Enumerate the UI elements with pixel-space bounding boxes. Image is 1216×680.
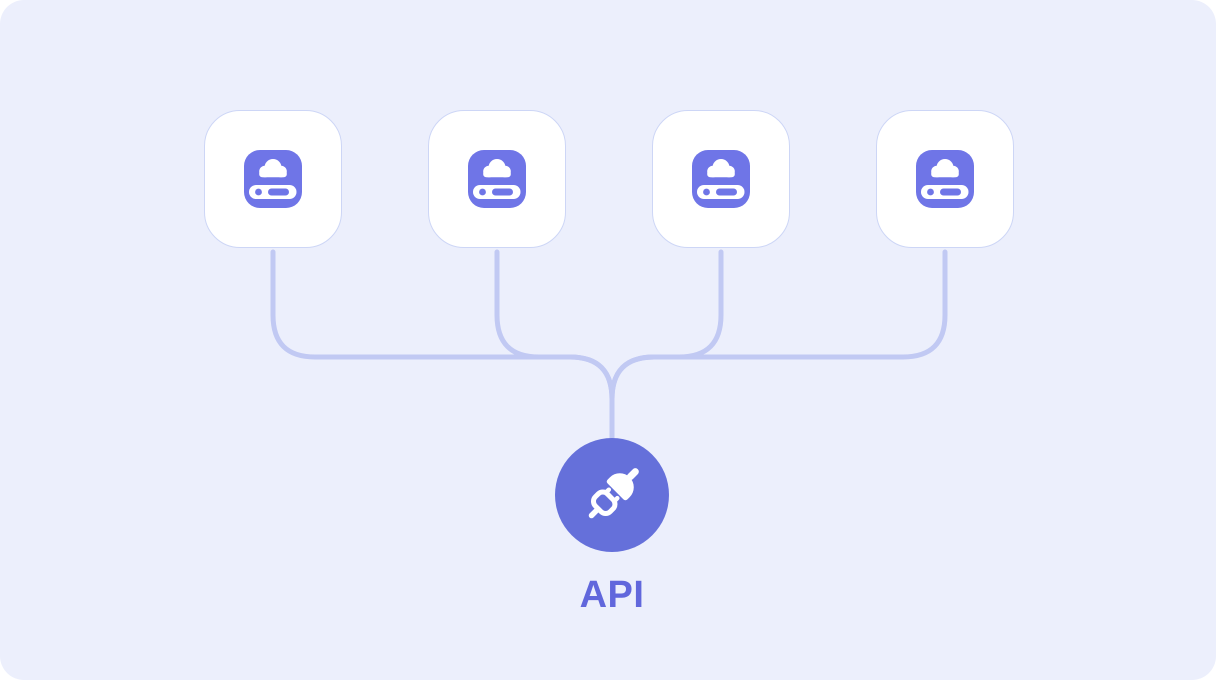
connector-node-1 [270, 249, 615, 444]
connector-node-4 [609, 249, 948, 444]
connector-node-2 [494, 249, 615, 444]
storage-node-card-4 [876, 110, 1014, 248]
api-label: API [579, 574, 645, 616]
cloud-storage-drive-icon [244, 150, 302, 208]
connector-node-3 [609, 249, 724, 444]
cloud-storage-drive-icon [692, 150, 750, 208]
api-node-circle [555, 438, 669, 552]
cloud-storage-drive-icon [916, 150, 974, 208]
storage-node-card-1 [204, 110, 342, 248]
storage-node-card-3 [652, 110, 790, 248]
cloud-storage-drive-icon [468, 150, 526, 208]
storage-node-card-2 [428, 110, 566, 248]
plug-icon [588, 468, 639, 519]
